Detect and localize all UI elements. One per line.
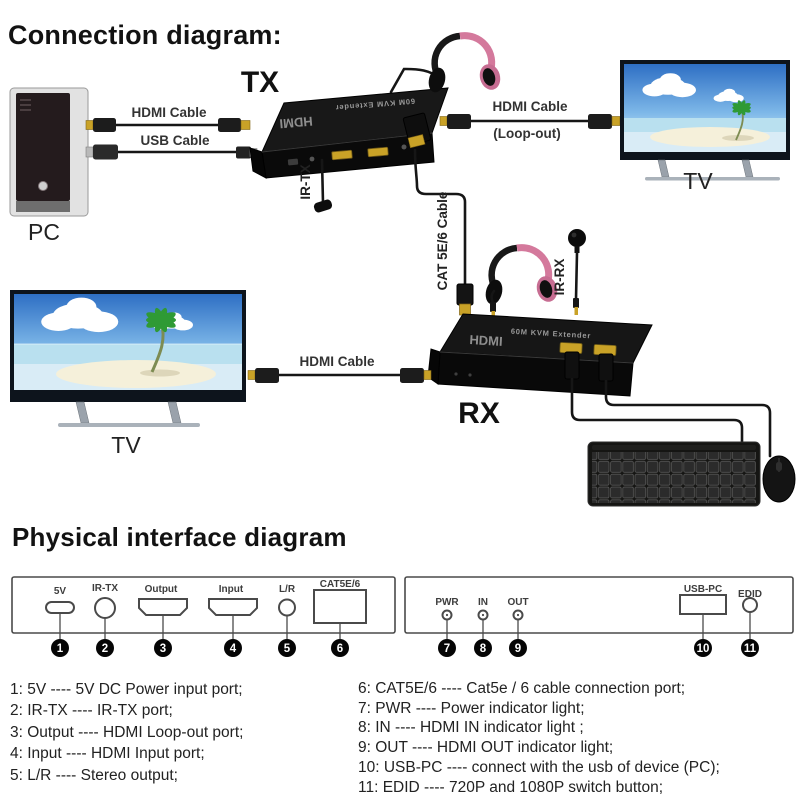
callout-8 bbox=[474, 639, 492, 657]
headphones-bottom-wire bbox=[490, 289, 496, 318]
led-label-out: OUT bbox=[507, 597, 528, 608]
callout-10 bbox=[694, 639, 712, 657]
tx-label: TX bbox=[241, 66, 279, 99]
svg-text:8: 8 bbox=[480, 643, 487, 655]
legend-item: 10: USB-PC ---- connect with the usb of … bbox=[358, 758, 720, 776]
port-5v-micro-usb bbox=[45, 601, 75, 614]
loopout-label-line2: (Loop-out) bbox=[493, 126, 560, 141]
port-ir-tx-jack bbox=[94, 597, 116, 619]
tv-top-label: TV bbox=[683, 168, 713, 194]
cat-cable bbox=[402, 112, 474, 316]
hdmi-cable-tv-label: HDMI Cable bbox=[299, 354, 375, 369]
svg-text:4: 4 bbox=[230, 643, 237, 655]
svg-text:6: 6 bbox=[337, 643, 343, 655]
svg-text:11: 11 bbox=[744, 643, 757, 655]
svg-text:1: 1 bbox=[57, 643, 64, 655]
headphones-top bbox=[426, 36, 503, 94]
usb-cable-label: USB Cable bbox=[140, 133, 210, 148]
hdmi-cable-pc-label: HDMI Cable bbox=[131, 105, 207, 120]
svg-text:5: 5 bbox=[284, 643, 291, 655]
callout-2 bbox=[96, 639, 114, 657]
callout-11 bbox=[741, 639, 759, 657]
port-label-ir-tx: IR-TX bbox=[92, 583, 118, 594]
port-label-output: Output bbox=[145, 584, 178, 595]
callout-4 bbox=[224, 639, 242, 657]
hdmi-cable-pc-tx bbox=[85, 118, 251, 132]
rx-device: HDMI 60M KVM Extender bbox=[427, 313, 653, 397]
port-label-5v: 5V bbox=[54, 586, 67, 597]
tx-front-ports bbox=[287, 144, 407, 166]
led-label-pwr: PWR bbox=[435, 597, 459, 608]
legend-item: 8: IN ---- HDMI IN indicator light ; bbox=[358, 719, 584, 737]
ir-tx-label: IR-TX bbox=[298, 164, 313, 199]
hdmi-cable-tv-rx bbox=[247, 368, 432, 383]
loopout-label-line1: HDMI Cable bbox=[492, 99, 568, 114]
callout-7 bbox=[438, 639, 456, 657]
port-cat5e6-rj45 bbox=[313, 589, 367, 624]
legend-item: 1: 5V ---- 5V DC Power input port; bbox=[10, 681, 243, 698]
callout-5 bbox=[278, 639, 296, 657]
pc-tower bbox=[9, 87, 89, 217]
legend-left-column: 1: 5V ---- 5V DC Power input port; 2: IR… bbox=[10, 679, 355, 786]
legend-item: 5: L/R ---- Stereo output; bbox=[10, 766, 178, 784]
edid-button bbox=[742, 597, 758, 613]
legend-item: 2: IR-TX ---- IR-TX port; bbox=[10, 702, 173, 720]
headphones-bottom bbox=[483, 248, 560, 306]
cat-cable-label: CAT 5E/6 Cable bbox=[435, 191, 450, 290]
pc-power-button-icon bbox=[38, 181, 48, 191]
mouse bbox=[762, 455, 796, 503]
port-label-cat5e6: CAT5E/6 bbox=[320, 579, 361, 590]
tv-left bbox=[10, 290, 246, 427]
callout-3 bbox=[154, 639, 172, 657]
port-input-hdmi bbox=[208, 598, 258, 616]
svg-text:9: 9 bbox=[515, 643, 521, 655]
physical-interface-title: Physical interface diagram bbox=[12, 522, 347, 552]
rx-panel: PWR 7 IN 8 OUT 9 USB-PC 10 EDID 11 bbox=[404, 576, 794, 657]
svg-text:HDMI: HDMI bbox=[469, 332, 503, 349]
legend-item: 4: Input ---- HDMI Input port; bbox=[10, 745, 205, 763]
ir-rx-label: IR-RX bbox=[552, 259, 567, 296]
hdmi-loopout-cable bbox=[439, 114, 621, 129]
legend-right-column: 6: CAT5E/6 ---- Cat5e / 6 cable connecti… bbox=[358, 679, 798, 797]
callout-6 bbox=[331, 639, 349, 657]
tv-top bbox=[620, 60, 790, 181]
legend-item: 6: CAT5E/6 ---- Cat5e / 6 cable connecti… bbox=[358, 680, 686, 697]
rx-label: RX bbox=[458, 397, 500, 430]
connection-diagram-title: Connection diagram: bbox=[8, 20, 282, 50]
legend-item: 9: OUT ---- HDMI OUT indicator light; bbox=[358, 739, 614, 757]
port-label-input: Input bbox=[219, 584, 244, 595]
svg-text:HDMI: HDMI bbox=[279, 114, 313, 132]
svg-text:10: 10 bbox=[697, 643, 710, 655]
button-label-edid: EDID bbox=[738, 589, 762, 600]
keyboard-cable bbox=[570, 377, 744, 446]
port-output-hdmi bbox=[138, 598, 188, 616]
legend-item: 3: Output ---- HDMI Loop-out port; bbox=[10, 723, 244, 741]
tv-left-label: TV bbox=[111, 432, 141, 458]
legend-item: 11: EDID ---- 720P and 1080P switch butt… bbox=[358, 778, 664, 796]
svg-text:2: 2 bbox=[102, 643, 108, 655]
port-lr-jack bbox=[278, 598, 296, 617]
svg-text:7: 7 bbox=[444, 643, 450, 655]
tx-panel: 5V 1 IR-TX 2 Output 3 Input 4 L/R 5 CAT5… bbox=[11, 576, 396, 657]
mouse-cable bbox=[604, 379, 772, 458]
port-usb-pc bbox=[679, 594, 727, 615]
connection-diagram: PC HDMI Cable USB Cable HDMI 60M KVM Ext… bbox=[9, 0, 796, 507]
svg-text:3: 3 bbox=[160, 643, 166, 655]
rx-usb-ports bbox=[559, 342, 617, 382]
pc-label: PC bbox=[28, 219, 60, 245]
ir-rx-receiver bbox=[568, 229, 586, 315]
legend-item: 7: PWR ---- Power indicator light; bbox=[358, 699, 585, 717]
callout-9 bbox=[509, 639, 527, 657]
keyboard bbox=[587, 441, 761, 507]
port-label-lr: L/R bbox=[279, 584, 296, 595]
physical-interface-diagram: 5V 1 IR-TX 2 Output 3 Input 4 L/R 5 CAT5… bbox=[11, 576, 794, 657]
ir-tx-emitter bbox=[313, 158, 333, 213]
port-label-usb-pc: USB-PC bbox=[684, 584, 722, 595]
callout-1 bbox=[51, 639, 69, 657]
tx-device: HDMI 60M KVM Extender bbox=[249, 87, 449, 179]
led-label-in: IN bbox=[478, 597, 488, 608]
